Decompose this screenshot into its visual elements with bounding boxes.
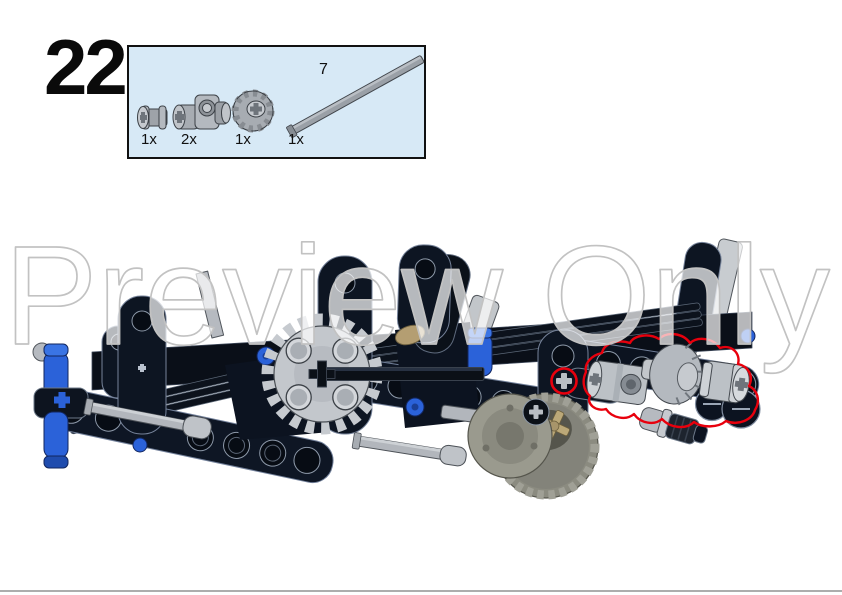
part-quantity-label: 1x	[141, 131, 157, 148]
new-axle-connector	[586, 360, 650, 406]
parts-callout-box: 1x 2x 1x 1x 7	[127, 45, 426, 159]
new-bevel-gear	[641, 342, 703, 406]
axle-7-part-icon	[286, 55, 424, 138]
blue-pins	[32, 327, 756, 469]
axle-connector-part-icon	[172, 94, 231, 130]
new-parts-highlight-outline	[582, 332, 760, 429]
dark-tan-gear-piece	[394, 324, 426, 346]
bevel-gear-part-icon	[231, 89, 275, 133]
differential-assembly	[440, 392, 600, 500]
bush-part-icon	[137, 105, 168, 130]
axle-length-label: 7	[319, 61, 328, 78]
gray-clutch-gear	[639, 407, 709, 445]
part-quantity-label: 1x	[235, 131, 251, 148]
gray-axle-mid	[351, 432, 467, 467]
parts-icons	[137, 55, 424, 138]
step-number: 22	[44, 23, 128, 111]
part-quantity-label: 2x	[181, 131, 197, 148]
gray-axle-left	[83, 398, 212, 440]
watermark-text: Preview Only	[4, 216, 830, 374]
spur-gear	[261, 313, 485, 435]
page-bottom-divider	[0, 590, 842, 592]
new-bush	[698, 360, 750, 404]
new-parts-group	[550, 332, 761, 445]
part-quantity-label: 1x	[288, 131, 304, 148]
